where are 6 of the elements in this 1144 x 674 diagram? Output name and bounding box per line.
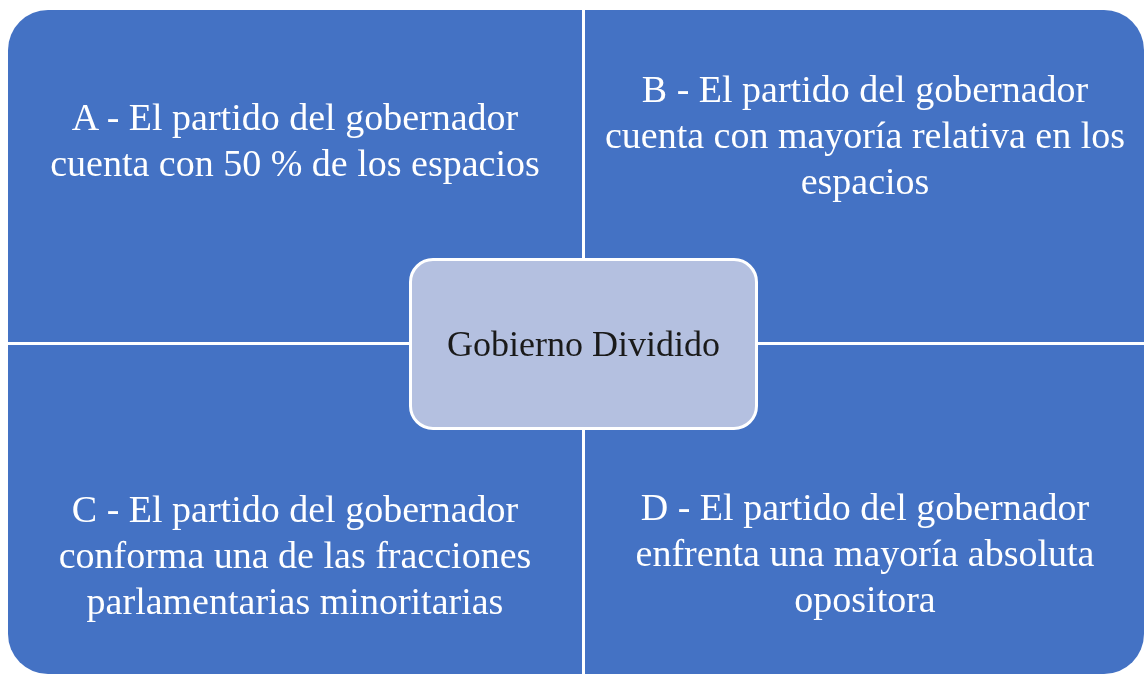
quadrant-text: D - El partido del gobernador enfrenta una mayoría absoluta opositora [634, 485, 1096, 622]
quadrant-text: C - El partido del gobernador conforma una de las fracciones parlamentarias minoritarias [57, 487, 533, 624]
quadrant-text: B - El partido del gobernador cuenta con mayoría relativa en los espacios [603, 67, 1127, 204]
quadrant-text: A - El partido del gobernador cuenta con 50 % de los espacios [49, 95, 541, 186]
center-label: Gobierno Dividido [447, 323, 720, 366]
center-box [409, 258, 758, 430]
